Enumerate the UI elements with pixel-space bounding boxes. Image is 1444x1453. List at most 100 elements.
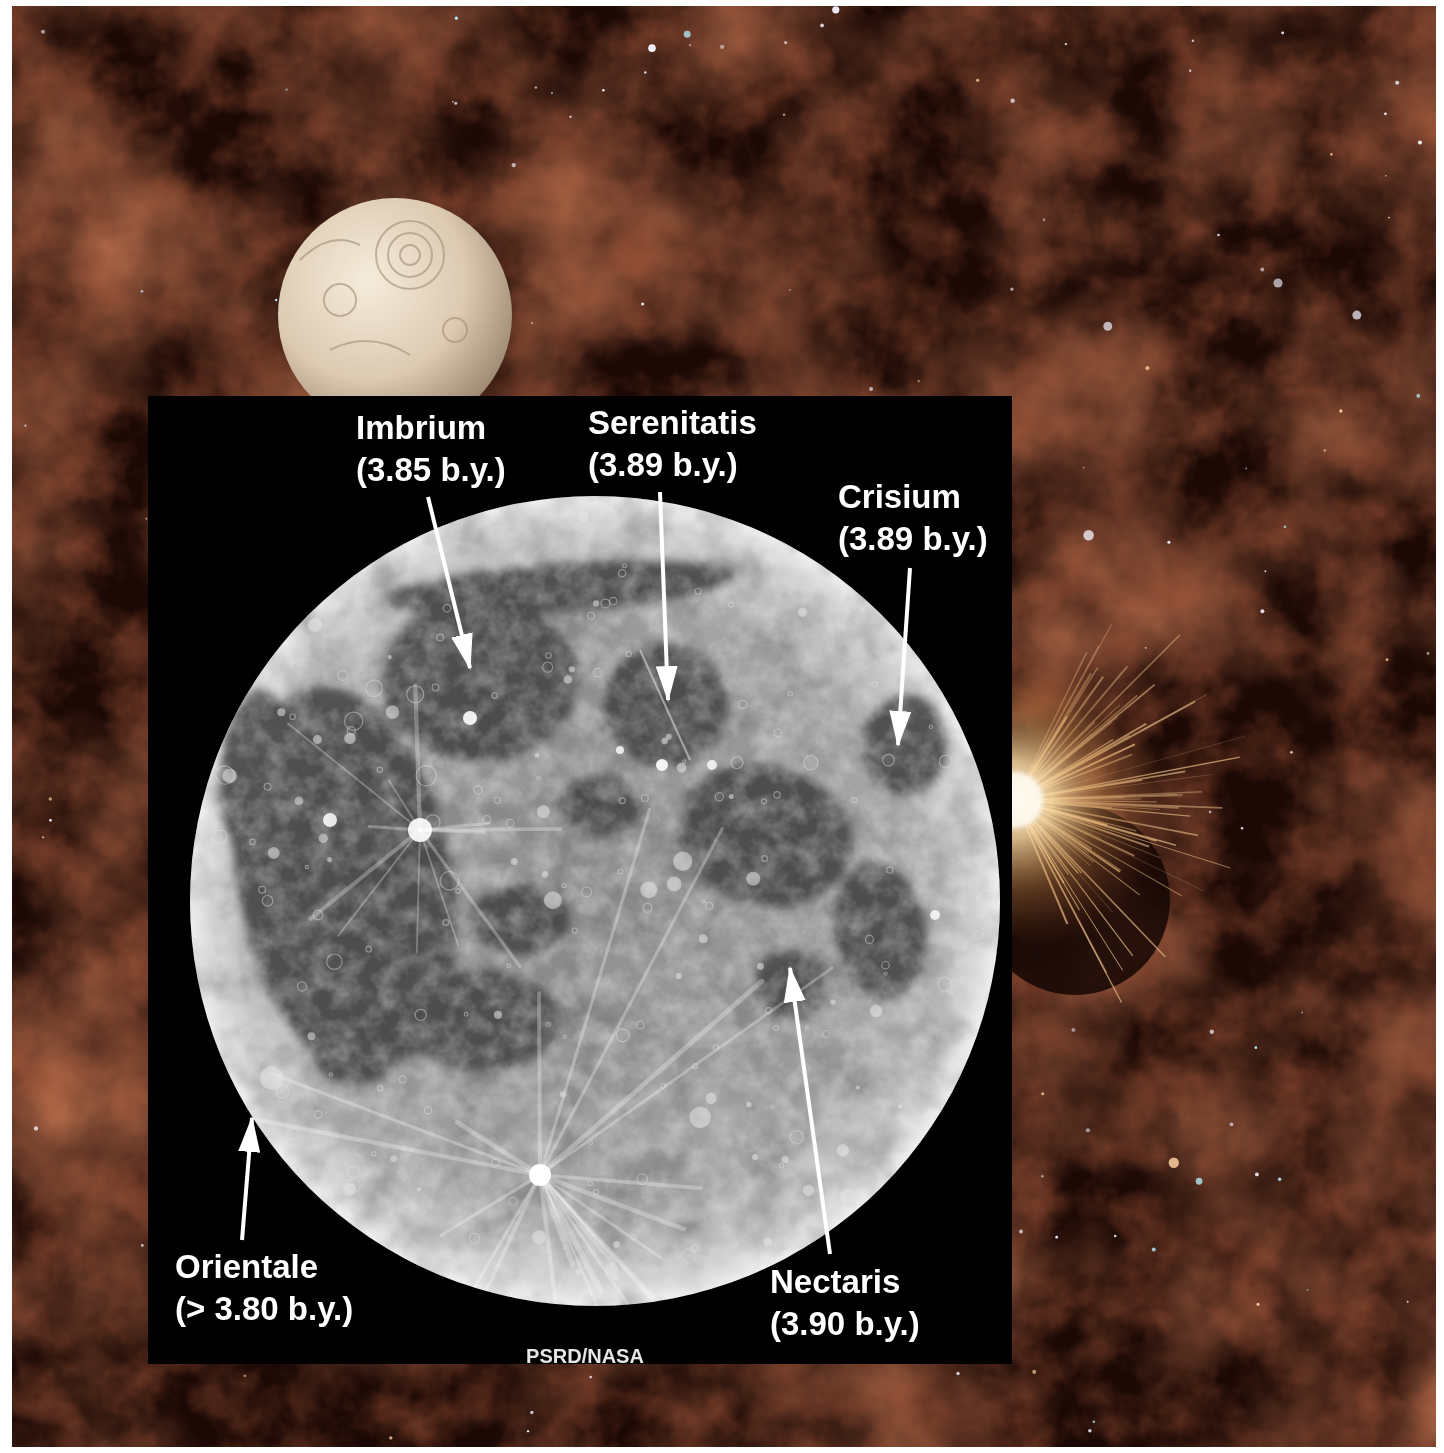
- crater: [731, 757, 743, 769]
- crater: [774, 729, 782, 737]
- crater: [662, 738, 667, 743]
- crater: [614, 1242, 620, 1248]
- crater-ray: [540, 810, 650, 1175]
- crater: [391, 1156, 397, 1162]
- crater: [343, 1183, 355, 1195]
- crater: [790, 1131, 803, 1144]
- crater: [562, 883, 566, 887]
- crater: [677, 763, 686, 772]
- star-field: [24, 6, 1429, 1439]
- star: [1290, 751, 1292, 753]
- crater: [779, 1164, 783, 1168]
- star: [1264, 570, 1266, 572]
- basin-label: Nectaris (3.90 b.y.): [770, 1261, 920, 1345]
- crater: [706, 902, 713, 909]
- star: [1257, 1303, 1260, 1306]
- crater: [469, 1233, 479, 1243]
- star: [1245, 468, 1247, 470]
- crater-ray: [188, 1106, 540, 1175]
- star: [455, 17, 458, 20]
- crater: [213, 830, 227, 844]
- crater: [417, 1188, 420, 1191]
- crater: [402, 1146, 407, 1151]
- crater: [569, 667, 574, 672]
- nebula-cloud: [12, 6, 1436, 1447]
- crater: [483, 816, 491, 824]
- star: [1230, 1122, 1234, 1126]
- star: [1103, 322, 1112, 331]
- crater: [804, 756, 818, 770]
- crater: [674, 852, 692, 870]
- star: [1255, 1173, 1259, 1177]
- crater: [871, 1005, 882, 1016]
- crater: [456, 889, 461, 894]
- crater: [250, 839, 256, 845]
- star: [1395, 81, 1399, 85]
- star: [1278, 1178, 1281, 1181]
- crater: [511, 859, 517, 865]
- crater: [969, 883, 974, 888]
- crater-ray: [311, 830, 420, 919]
- crater: [295, 797, 303, 805]
- star: [452, 101, 454, 103]
- crater-ray: [441, 1175, 540, 1235]
- crater: [616, 1029, 629, 1042]
- star: [1281, 32, 1284, 35]
- crater: [407, 686, 424, 703]
- crater: [587, 612, 594, 619]
- crater: [366, 680, 382, 696]
- crater-ray: [288, 724, 420, 830]
- crater: [474, 786, 482, 794]
- inset-panel: [148, 396, 1012, 1364]
- star: [1339, 409, 1342, 412]
- crater: [309, 618, 322, 631]
- star: [49, 797, 53, 801]
- star: [1169, 1158, 1179, 1168]
- crater: [683, 760, 686, 763]
- leader-arrows: [242, 492, 910, 1254]
- star: [1043, 219, 1046, 222]
- crater: [774, 1026, 779, 1031]
- crater: [295, 1126, 299, 1130]
- crater: [509, 1197, 517, 1205]
- star: [454, 102, 457, 105]
- crater: [288, 1129, 298, 1139]
- crater: [290, 714, 296, 720]
- bright-craters: [323, 711, 940, 1186]
- crater: [667, 877, 681, 891]
- crater-ray: [540, 981, 762, 1175]
- crater: [542, 872, 547, 877]
- space-ground: [12, 6, 1436, 1447]
- star: [832, 6, 839, 13]
- crater: [328, 858, 332, 862]
- star: [1041, 1092, 1044, 1095]
- nebula-detail: [12, 6, 1436, 1447]
- crater: [276, 1085, 289, 1098]
- crater: [259, 886, 266, 893]
- crater: [823, 1031, 830, 1038]
- star: [1071, 1028, 1075, 1032]
- star: [1273, 278, 1282, 287]
- crater: [537, 806, 549, 818]
- crater: [803, 1185, 813, 1195]
- crater: [366, 946, 372, 952]
- basin-label: Crisium (3.89 b.y.): [838, 476, 988, 560]
- star: [1145, 647, 1147, 649]
- crater-ray: [540, 1175, 572, 1264]
- basin-label: Imbrium (3.85 b.y.): [356, 407, 506, 491]
- star: [789, 289, 791, 291]
- crater-ray: [420, 830, 520, 966]
- crater: [388, 656, 391, 659]
- star: [689, 44, 691, 46]
- star: [1041, 1175, 1043, 1177]
- crater: [841, 1189, 857, 1205]
- crater: [533, 1231, 546, 1244]
- crater: [589, 1141, 593, 1145]
- crater: [728, 602, 733, 607]
- crater: [762, 856, 768, 862]
- leader-arrow: [242, 1118, 252, 1240]
- crater: [537, 776, 540, 779]
- crater: [313, 910, 323, 920]
- crater: [347, 727, 355, 735]
- crater: [963, 945, 966, 948]
